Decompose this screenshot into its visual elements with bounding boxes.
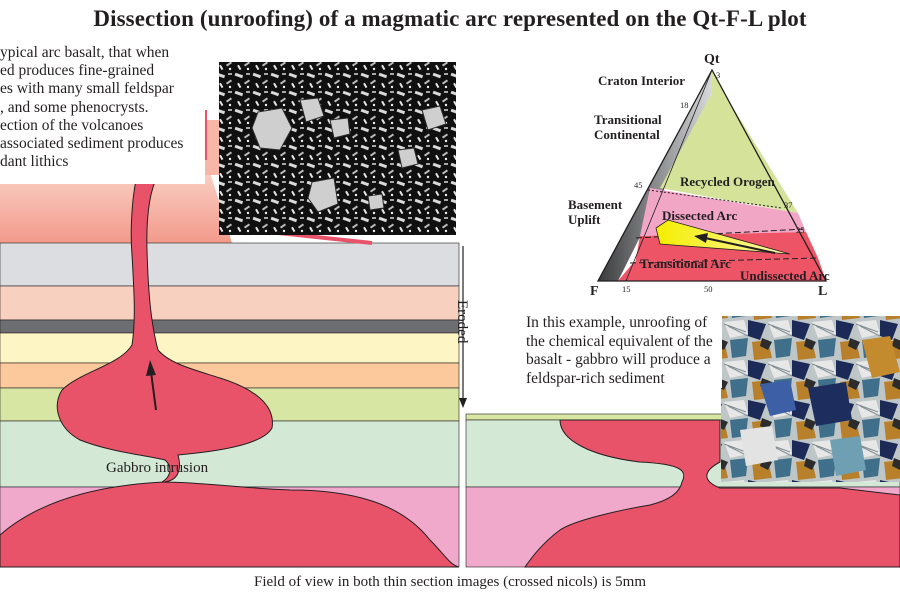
ternary-outline [596,68,828,282]
field-undissected-arc [618,258,826,281]
layer-grey [0,242,460,287]
desc-line: es with many small feldspar [0,80,174,98]
label-basement-uplift: Basement Uplift [568,197,623,227]
tick-15: 15 [622,284,631,294]
example-text: In this example, unroofing of the chemic… [526,314,722,388]
label-transitional-continental: Transitional Continental [594,112,662,142]
layer-dark [0,319,460,334]
vertex-f: F [590,284,599,299]
vertex-l: L [818,284,828,299]
layer-peach [0,285,460,321]
desc-line: associated sediment produces [0,135,184,153]
label-undissected-arc: Undissected Arc [740,268,830,283]
eroded-label: Eroded [454,300,470,344]
left-cross-section [0,110,460,568]
basalt-thin-section [219,62,456,235]
trend-arrow-icon [655,219,791,255]
vertex-qt: Qt [704,52,720,67]
tick-25: 25 [796,225,805,235]
up-arrow-icon [146,360,157,411]
tick-18: 18 [680,100,689,110]
field-recycled-orogen [660,70,798,213]
tick-50: 50 [704,284,713,294]
qtfl-ternary-plot [596,68,828,282]
desc-line: , and some phenocrysts. [0,98,149,116]
layer-yellow [0,332,460,364]
label-dissected-arc: Dissected Arc [662,208,738,223]
label-recycled-orogen: Recycled Orogen [680,174,775,189]
r-gabbro-intrusion [524,419,900,568]
down-arrow-icon [459,246,467,408]
basalt-description: ypical arc basalt, that when ed produces… [0,44,205,184]
desc-line: ed produces fine-grained [0,62,155,80]
craton-divider [625,69,713,282]
label-transitional-arc: Transitional Arc [640,256,731,271]
label-craton-interior: Craton Interior [598,73,686,88]
desc-line: ection of the volcanoes [0,116,144,134]
basalt-phenocrysts [251,97,447,213]
page-title: Dissection (unroofing) of a magmatic arc… [93,6,807,31]
desc-line: ypical arc basalt, that when [0,44,170,61]
tick-3: 3 [716,70,721,80]
gabbro-intrusion-label: Gabbro intrusion [106,460,209,476]
tick-37: 37 [784,200,793,210]
desc-line: dant lithics [0,153,69,171]
gabbro-crystals [740,336,900,476]
tick-45: 45 [634,180,643,190]
figure-caption: Field of view in both thin section image… [253,574,647,590]
right-cross-section [465,413,900,568]
dashed-boundary-2 [629,257,819,264]
dotted-boundary [647,189,783,209]
